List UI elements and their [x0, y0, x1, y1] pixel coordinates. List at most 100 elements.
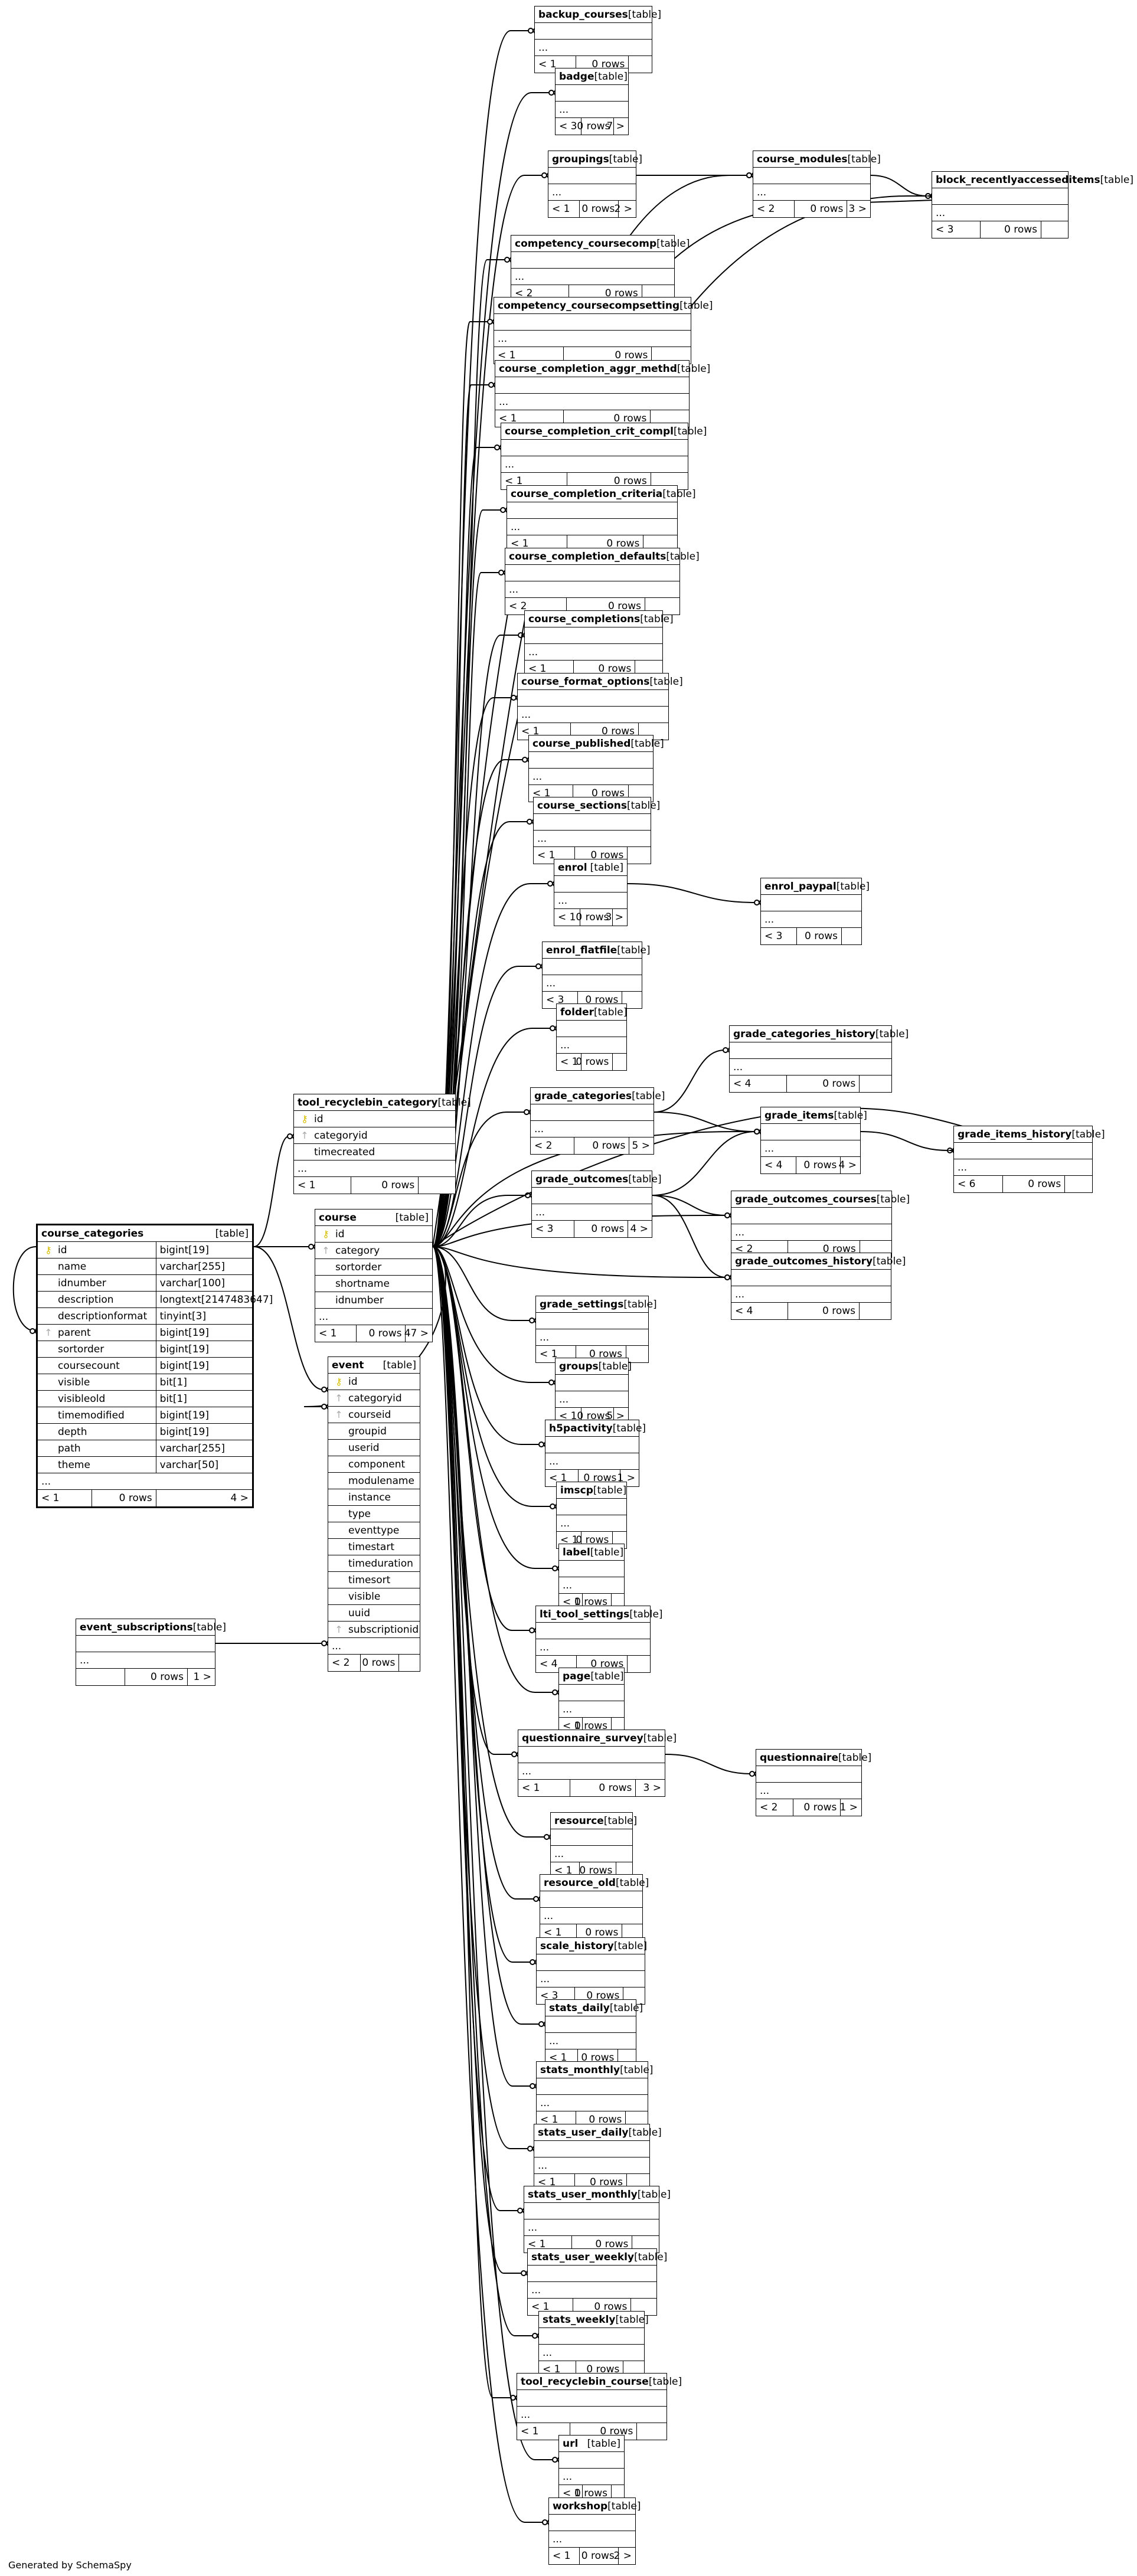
- column-sortorder[interactable]: sortorder: [315, 1259, 432, 1276]
- table-header[interactable]: grade_items_history[table]: [954, 1126, 1105, 1143]
- column-timesort[interactable]: timesort: [328, 1572, 420, 1588]
- table-header[interactable]: tool_recyclebin_category[table]: [294, 1094, 471, 1111]
- table-header[interactable]: badge[table]: [556, 68, 628, 85]
- table-header[interactable]: course[table]: [315, 1209, 432, 1226]
- table-header[interactable]: enrol_flatfile[table]: [543, 942, 651, 959]
- table-header[interactable]: page[table]: [559, 1668, 624, 1685]
- column-id[interactable]: ⚷id: [315, 1226, 432, 1243]
- column-id[interactable]: ⚷id: [294, 1111, 455, 1127]
- column-timecreated[interactable]: timecreated: [294, 1144, 455, 1160]
- table-header[interactable]: event[table]: [328, 1357, 420, 1374]
- column-eventtype[interactable]: eventtype: [328, 1522, 420, 1539]
- table-header[interactable]: grade_outcomes_courses[table]: [731, 1191, 910, 1208]
- table-header[interactable]: backup_courses[table]: [535, 6, 661, 23]
- table-header[interactable]: imscp[table]: [557, 1482, 626, 1499]
- column-timestart[interactable]: timestart: [328, 1539, 420, 1555]
- table-block-recentlyaccesseditems[interactable]: block_recentlyaccesseditems[table]...< 3…: [932, 171, 1133, 238]
- column-groupid[interactable]: groupid: [328, 1423, 420, 1440]
- table-header[interactable]: course_completion_aggr_methd[table]: [495, 361, 710, 377]
- table-header[interactable]: url[table]: [559, 2436, 624, 2452]
- table-header[interactable]: stats_monthly[table]: [537, 2062, 653, 2078]
- table-header[interactable]: stats_daily[table]: [545, 2000, 643, 2016]
- table-header[interactable]: course_completions[table]: [525, 611, 674, 627]
- column-shortname[interactable]: shortname: [315, 1276, 432, 1292]
- table-header[interactable]: questionnaire[table]: [756, 1750, 871, 1766]
- table-header[interactable]: grade_items[table]: [761, 1107, 867, 1124]
- column-category[interactable]: ↑category: [315, 1243, 432, 1259]
- column-uuid[interactable]: uuid: [328, 1605, 420, 1622]
- table-header[interactable]: workshop[table]: [549, 2498, 641, 2515]
- table-header[interactable]: grade_categories[table]: [531, 1088, 665, 1104]
- table-header[interactable]: stats_user_weekly[table]: [528, 2249, 667, 2266]
- table-header[interactable]: groupings[table]: [548, 151, 642, 168]
- column-categoryid[interactable]: ↑categoryid: [294, 1127, 455, 1144]
- table-header[interactable]: enrol[table]: [554, 859, 627, 876]
- table-header[interactable]: folder[table]: [557, 1004, 627, 1021]
- table-header[interactable]: course_completion_crit_compl[table]: [501, 423, 707, 440]
- table-header[interactable]: questionnaire_survey[table]: [518, 1730, 677, 1747]
- table-header[interactable]: grade_settings[table]: [536, 1296, 657, 1313]
- column-id[interactable]: ⚷id: [328, 1374, 420, 1390]
- table-header[interactable]: course_published[table]: [529, 735, 664, 752]
- table-header[interactable]: grade_outcomes[table]: [532, 1171, 662, 1188]
- column-userid[interactable]: userid: [328, 1440, 420, 1456]
- column-visible[interactable]: visible: [328, 1588, 420, 1605]
- table-header[interactable]: block_recentlyaccesseditems[table]: [932, 172, 1133, 188]
- table-header[interactable]: label[table]: [559, 1544, 624, 1561]
- table-course-completion-crit-compl[interactable]: course_completion_crit_compl[table]...< …: [501, 423, 707, 490]
- table-header[interactable]: competency_coursecomp[table]: [511, 236, 690, 252]
- column-timeduration[interactable]: timeduration: [328, 1555, 420, 1572]
- table-header[interactable]: stats_weekly[table]: [539, 2312, 649, 2328]
- table-header[interactable]: scale_history[table]: [537, 1938, 647, 1954]
- table-header[interactable]: grade_outcomes_history[table]: [731, 1253, 906, 1270]
- table-header[interactable]: course_completion_criteria[table]: [507, 486, 696, 502]
- table-header[interactable]: stats_user_monthly[table]: [524, 2186, 671, 2203]
- table-header[interactable]: course_format_options[table]: [518, 674, 683, 690]
- column-categoryid[interactable]: ↑categoryid: [328, 1390, 420, 1407]
- column-component[interactable]: component: [328, 1456, 420, 1473]
- table-header[interactable]: resource_old[table]: [540, 1875, 649, 1891]
- column-modulename[interactable]: modulename: [328, 1473, 420, 1489]
